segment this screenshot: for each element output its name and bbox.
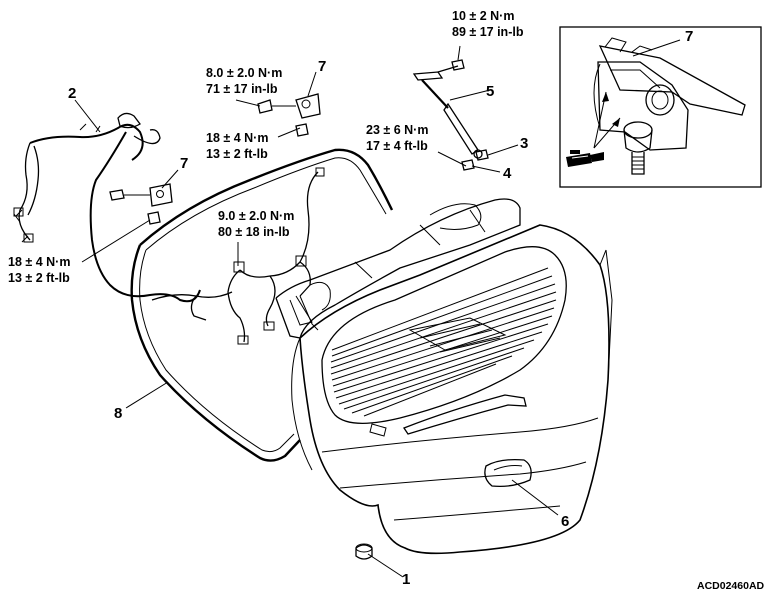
torque-spec-hinge-nut-nm: 18 ± 4 N·m [206, 131, 268, 145]
nut-part-4 [461, 159, 475, 171]
torque-spec-strut-nut-ftlb: 17 ± 4 ft-lb [366, 139, 428, 153]
sealant-tube-icon [566, 150, 604, 167]
torque-spec-strut-bolt-nm: 10 ± 2 N·m [452, 9, 514, 23]
wiring-harness-part-2 [13, 112, 201, 303]
leader-lines [74, 71, 559, 578]
bumper-part-1 [355, 543, 373, 560]
figure-code: ACD02460AD [697, 580, 765, 592]
callout-6: 6 [561, 513, 569, 530]
torque-spec-harness-nm: 9.0 ± 2.0 N·m [218, 209, 294, 223]
weatherstrip-part-8 [130, 148, 394, 462]
callout-2: 2 [68, 85, 76, 102]
torque-spec-strut-bolt-inlb: 89 ± 17 in-lb [452, 25, 524, 39]
callout-7-upper: 7 [318, 58, 326, 75]
callout-4: 4 [503, 165, 512, 182]
hinge-detail-inset [559, 26, 762, 188]
callout-7-inset: 7 [685, 28, 693, 45]
callout-8: 8 [114, 405, 122, 422]
hinge-part-7-upper [257, 93, 321, 137]
callout-5: 5 [486, 83, 494, 100]
torque-spec-hinge-upper-inlb: 71 ± 17 in-lb [206, 82, 278, 96]
strut-bolt-part-3 [475, 149, 489, 161]
hinge-part-7-lower [109, 183, 173, 225]
callout-1: 1 [402, 571, 410, 588]
torque-spec-harness-inlb: 80 ± 18 in-lb [218, 225, 290, 239]
torque-spec-hinge-upper-nm: 8.0 ± 2.0 N·m [206, 66, 282, 80]
strut-upper-bolt [451, 45, 465, 71]
callout-3: 3 [520, 135, 528, 152]
callout-7-lower: 7 [180, 155, 188, 172]
torque-spec-hinge-lower-ftlb: 13 ± 2 ft-lb [8, 271, 70, 285]
tailgate-panel [275, 198, 613, 555]
torque-spec-strut-nut-nm: 23 ± 6 N·m [366, 123, 428, 137]
torque-spec-hinge-lower-nm: 18 ± 4 N·m [8, 255, 70, 269]
torque-spec-hinge-nut-ftlb: 13 ± 2 ft-lb [206, 147, 268, 161]
tailgate-wiring-harness [151, 167, 325, 345]
